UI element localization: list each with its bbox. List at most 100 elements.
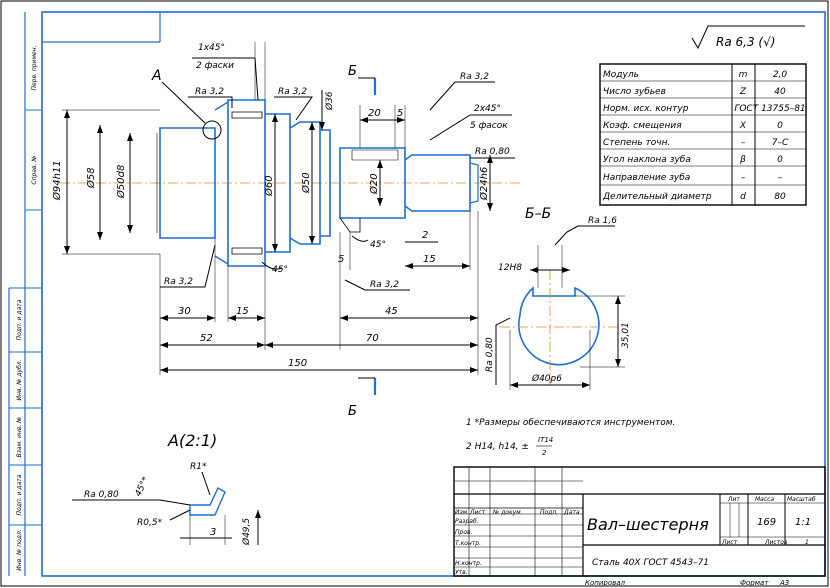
title-block: Изм Лист № докум. Подп. Дата Разраб. Про… — [453, 466, 826, 587]
dim-20: 20 — [368, 108, 381, 119]
param-name: Угол наклона зуба — [603, 155, 691, 165]
dim-d50: Ø50d8 — [115, 165, 127, 199]
note-2: 2 H14, h14, ± — [466, 442, 529, 452]
dim-angle-45a: 45° — [370, 240, 386, 250]
strip-orig-inv: Инв. № подл. — [16, 529, 23, 570]
param-symbol: β — [739, 155, 746, 165]
tb-col-header: Подп. — [540, 509, 558, 516]
dim-chamfer1-note: 2 фаски — [196, 61, 234, 71]
param-symbol: m — [739, 70, 748, 80]
left-strip: Перв. примен. Справ. № Подп. и дата Инв.… — [8, 12, 42, 576]
dim-45: 45 — [385, 306, 398, 317]
strip-sign-date-1: Подп. и дата — [16, 299, 23, 340]
dim-chamfer2-note: 5 фасок — [470, 121, 508, 131]
detail-dim-3: 3 — [210, 527, 216, 538]
param-name: Норм. исх. контур — [603, 104, 689, 114]
detail-r05: R0,5* — [137, 518, 163, 528]
dim-chamfer1: 1x45° — [198, 43, 225, 53]
dim-d94: Ø94h11 — [51, 160, 63, 201]
detail-title: А(2:1) — [167, 431, 217, 450]
param-name: Направление зуба — [603, 173, 690, 183]
dim-d60: Ø60 — [263, 175, 275, 197]
dimensions: 1x45° 2 фаски Ra 3,2 Ra 3,2 Ra 3,2 Ra 0,… — [51, 42, 515, 375]
param-symbol: – — [741, 173, 746, 183]
dim-key-width: 12H8 — [498, 263, 522, 273]
tb-role: Т.контр. — [455, 540, 481, 547]
param-name: Коэф. смещения — [603, 121, 682, 131]
tb-scale-header: Масштаб — [787, 496, 816, 503]
roughness-mark: Ra 1,6 — [588, 216, 617, 226]
tb-role: Пров. — [455, 529, 473, 536]
param-value: 80 — [774, 192, 786, 202]
tb-role: Утв. — [455, 569, 468, 576]
dim-angle-45b: 45° — [272, 265, 288, 275]
section-mark-top: Б — [348, 64, 357, 79]
dim-150: 150 — [288, 358, 307, 369]
dim-d50b: Ø50 — [300, 172, 312, 194]
dim-30: 30 — [178, 306, 191, 317]
tb-col-header: Лист — [469, 509, 486, 516]
tb-sheets: Листов — [764, 539, 788, 546]
section-view: Б–Б 12H8 Ra 1,6 35,01 Ø40p6 Ra 0,80 — [485, 206, 631, 390]
roughness-mark: Ra 0,80 — [485, 337, 495, 372]
strip-reference: Справ. № — [31, 155, 38, 184]
param-name: Число зубьев — [603, 87, 666, 97]
strip-replace-inv: Взам. инв. № — [16, 417, 23, 458]
param-symbol: – — [741, 138, 746, 148]
param-value: 40 — [774, 87, 786, 97]
dim-shaft-d: Ø40p6 — [531, 373, 562, 384]
tb-copied: Копировал — [585, 579, 626, 587]
dim-5: 5 — [397, 108, 403, 119]
roughness-mark: Ra 3,2 — [164, 277, 193, 287]
param-value: ГОСТ 13755–81 — [734, 104, 805, 114]
tb-col-header: Дата — [563, 509, 580, 516]
dim-2: 2 — [422, 230, 428, 241]
param-name: Делительный диаметр — [602, 192, 712, 202]
detail-a: А(2:1) Ra 0,80 45°* R1* R0,5* 3 Ø49,5 — [72, 431, 261, 546]
roughness-mark: Ra 3,2 — [278, 87, 307, 97]
tb-format: Формат — [740, 579, 769, 587]
dim-key-depth: 35,01 — [621, 322, 631, 348]
general-roughness-label: Ra 6,3 (√) — [716, 35, 775, 49]
view-a-label: А — [151, 68, 162, 84]
roughness-mark: Ra 3,2 — [370, 280, 399, 290]
dim-15: 15 — [236, 306, 249, 317]
tb-role: Разраб. — [455, 518, 479, 525]
param-value: – — [778, 173, 783, 183]
part-material: Сталь 40Х ГОСТ 4543–71 — [592, 558, 709, 568]
param-value: 2,0 — [773, 70, 788, 80]
note-2-numerator: IT14 — [538, 436, 553, 444]
tb-role: Н.контр. — [455, 560, 482, 567]
dim-5b: 5 — [338, 254, 344, 265]
dim-d36: Ø36 — [324, 91, 335, 111]
dim-d24: Ø24h6 — [478, 167, 490, 201]
inner-frame — [41, 11, 826, 577]
roughness-mark: Ra 0,80 — [84, 490, 119, 500]
view-a-circle — [202, 120, 222, 140]
param-symbol: X — [739, 121, 747, 131]
strip-dup-inv: Инв. № дубл. — [16, 359, 23, 400]
tb-col-header: № докум. — [492, 509, 523, 516]
strip-first-use: Перв. примен. — [31, 45, 38, 90]
dim-d20: Ø20 — [368, 173, 380, 195]
section-title: Б–Б — [525, 206, 551, 222]
general-roughness: Ra 6,3 (√) — [691, 25, 805, 50]
detail-r1: R1* — [190, 462, 207, 472]
tb-format-value: A3 — [779, 579, 789, 587]
param-value: 0 — [777, 155, 783, 165]
param-value: 7–C — [772, 138, 789, 148]
tb-mass-header: Масса — [755, 496, 774, 503]
roughness-mark: Ra 3,2 — [195, 87, 224, 97]
tb-sheet: Лист — [721, 539, 738, 546]
tb-lit-header: Лит — [727, 496, 740, 503]
param-symbol: Z — [739, 87, 747, 97]
top-left-stamp — [42, 12, 161, 43]
technical-notes: 1 *Размеры обеспечиваются инструментом. … — [466, 418, 675, 457]
dim-70: 70 — [366, 333, 379, 344]
roughness-mark: Ra 0,80 — [475, 147, 510, 157]
section-mark-bottom: Б — [348, 404, 357, 419]
param-value: 0 — [777, 121, 783, 131]
part-name: Вал–шестерня — [587, 515, 709, 534]
